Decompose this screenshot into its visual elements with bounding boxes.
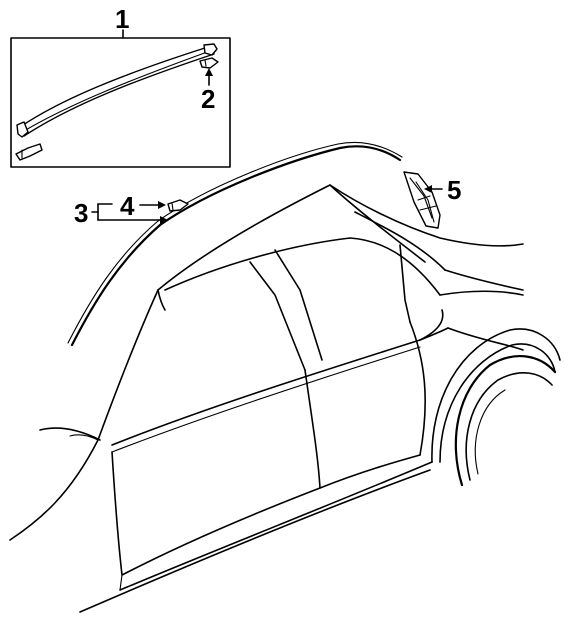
- roof-drip-molding: [70, 145, 402, 347]
- molding-clip-part-4[interactable]: [167, 199, 189, 212]
- car-body: [9, 141, 561, 613]
- callout-3: 3: [74, 198, 88, 228]
- molding-clip-part-2[interactable]: [199, 57, 219, 69]
- inset-box: [10, 29, 231, 168]
- rear-bracket-part-5[interactable]: [403, 171, 441, 229]
- callout-1: 1: [115, 4, 129, 34]
- callout-4: 4: [120, 191, 135, 221]
- roof-molding-part-1[interactable]: [16, 43, 218, 138]
- callout-2: 2: [201, 84, 215, 114]
- callout-4-leader: [139, 201, 166, 209]
- callout-3-leader: [91, 203, 168, 224]
- callout-5-leader: [424, 185, 443, 193]
- inset-border: [10, 37, 231, 168]
- callout-5: 5: [447, 175, 461, 205]
- callout-2-leader: [205, 68, 213, 86]
- molding-clip-lower[interactable]: [15, 143, 43, 161]
